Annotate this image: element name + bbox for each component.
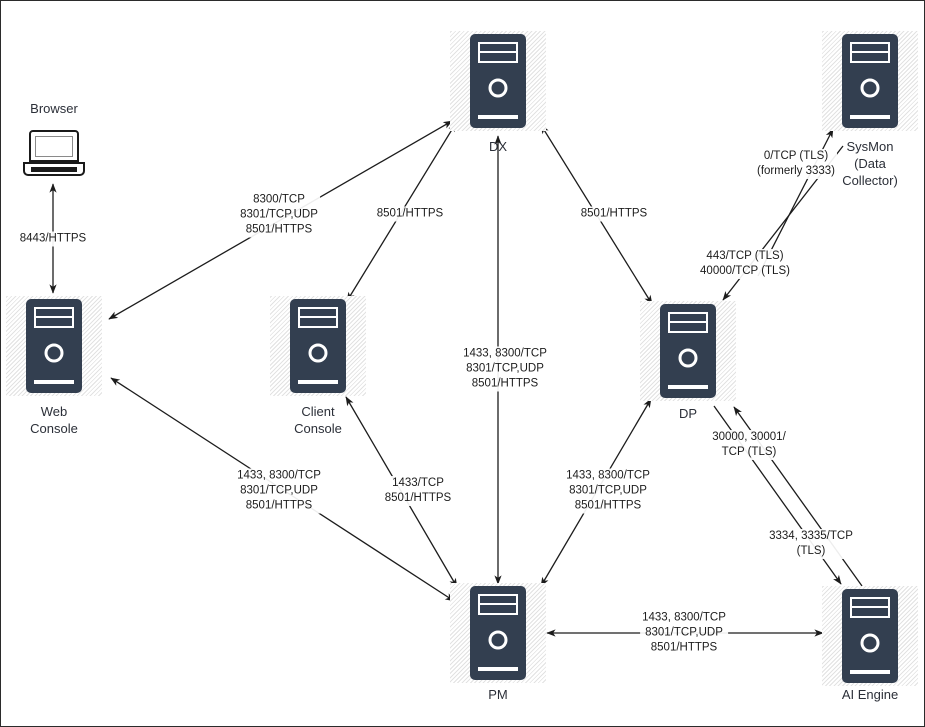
edge-label-client-console-pm: 1433/TCP 8501/HTTPS [382,476,454,506]
server-icon [26,299,82,393]
node-label-pm: PM [488,687,508,702]
laptop-screen [29,130,79,162]
node-label-dx: DX [488,139,508,154]
edge-label-dp-sysmon: 0/TCP (TLS) (formerly 3333) [755,149,837,179]
edge-label-client-console-dx: 8501/HTTPS [374,206,446,222]
laptop-keyboard [31,167,77,172]
server-icon [290,299,346,393]
edge-label-dx-pm: 1433, 8300/TCP 8301/TCP,UDP 8501/HTTPS [461,346,549,392]
edge-label-browser-web-console: 8443/HTTPS [17,231,89,247]
edge-label-dx-dp: 8501/HTTPS [578,206,650,222]
server-icon [470,586,526,680]
node-label-dp: DP [678,406,698,421]
edge-label-web-console-pm: 1433, 8300/TCP 8301/TCP,UDP 8501/HTTPS [235,468,323,514]
server-icon [842,589,898,683]
edge-label-dp-ai-engine: 30000, 30001/ TCP (TLS) [710,430,788,460]
server-icon [842,34,898,128]
edge-label-ai-engine-dp: 3334, 3335/TCP (TLS) [767,529,855,559]
server-icon [470,34,526,128]
node-label-client-console: Client Console [294,404,342,436]
node-label-sysmon: SysMon (Data Collector) [842,139,898,188]
node-label-browser: Browser [30,101,78,116]
edge-label-web-console-dx: 8300/TCP 8301/TCP,UDP 8501/HTTPS [238,192,320,238]
server-icon [660,304,716,398]
edge-label-pm-ai-engine: 1433, 8300/TCP 8301/TCP,UDP 8501/HTTPS [640,610,728,656]
node-label-web-console: Web Console [30,404,78,436]
node-label-ai-engine: AI Engine [841,687,899,702]
edge-label-dp-pm: 1433, 8300/TCP 8301/TCP,UDP 8501/HTTPS [564,468,652,514]
edge-label-sysmon-dp: 443/TCP (TLS) 40000/TCP (TLS) [698,249,792,279]
